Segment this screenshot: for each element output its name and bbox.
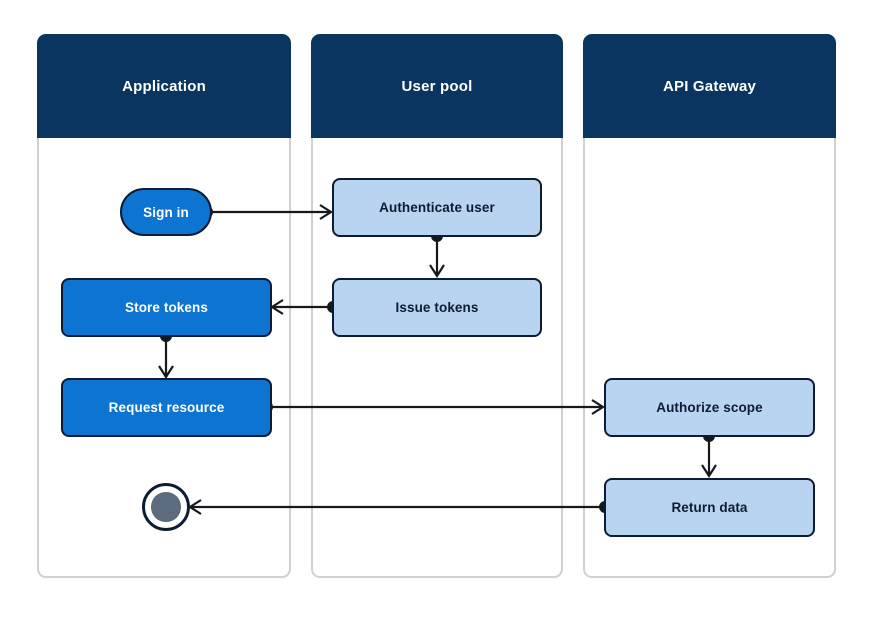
swimlane-header-application: Application [37, 34, 291, 138]
node-authorize-scope[interactable]: Authorize scope [604, 378, 815, 437]
node-return-data[interactable]: Return data [604, 478, 815, 537]
swimlane-title-user-pool: User pool [401, 77, 473, 95]
node-label-return-data: Return data [671, 500, 748, 515]
swimlane-title-api-gateway: API Gateway [662, 77, 757, 95]
node-label-store-tokens: Store tokens [125, 300, 208, 315]
swimlane-title-application: Application [122, 77, 206, 95]
node-label-sign-in: Sign in [143, 204, 189, 220]
node-authenticate-user[interactable]: Authenticate user [332, 178, 542, 237]
node-request-resource[interactable]: Request resource [61, 378, 272, 437]
node-end[interactable] [142, 483, 190, 531]
node-label-issue-tokens: Issue tokens [395, 300, 479, 315]
swimlane-header-api-gateway: API Gateway [583, 34, 836, 138]
node-label-authorize-scope: Authorize scope [656, 400, 763, 415]
node-issue-tokens[interactable]: Issue tokens [332, 278, 542, 337]
swimlane-header-user-pool: User pool [311, 34, 563, 138]
end-node-core [151, 492, 181, 522]
node-label-request-resource: Request resource [108, 400, 225, 415]
node-sign-in[interactable]: Sign in [120, 188, 212, 236]
node-label-authenticate-user: Authenticate user [379, 200, 495, 215]
node-store-tokens[interactable]: Store tokens [61, 278, 272, 337]
